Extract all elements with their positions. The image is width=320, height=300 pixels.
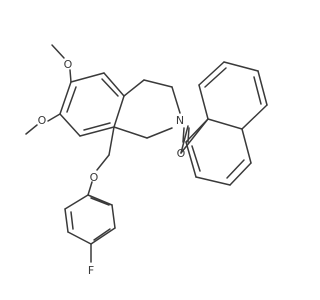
bond	[87, 181, 93, 196]
bond	[59, 113, 81, 137]
bond	[67, 231, 92, 245]
bond	[93, 228, 111, 241]
bond-lines	[25, 44, 268, 263]
bond	[180, 125, 189, 154]
bond	[185, 141, 197, 178]
bond	[182, 127, 185, 143]
bond	[241, 104, 268, 130]
oxygen-atom-label: O	[38, 114, 47, 127]
nitrogen-atom-label: N	[176, 114, 184, 127]
bond	[113, 95, 125, 128]
bond	[47, 113, 61, 122]
bond	[257, 70, 268, 106]
bond	[204, 67, 227, 88]
bond	[241, 128, 252, 164]
bond	[90, 227, 116, 245]
bond	[146, 127, 173, 139]
bond	[96, 154, 110, 171]
bond	[79, 126, 115, 137]
molecule-canvas: O O N O O F	[25, 44, 268, 277]
bond	[101, 78, 119, 97]
bond	[83, 122, 111, 131]
bond	[70, 72, 105, 83]
bond	[195, 176, 231, 186]
bond	[64, 194, 89, 210]
bond	[90, 197, 110, 206]
structure-drawing: O O N O O F	[25, 44, 268, 277]
bond	[223, 61, 259, 72]
bond	[198, 61, 225, 86]
bond	[113, 126, 148, 139]
bond	[69, 69, 72, 83]
bond	[253, 76, 262, 105]
bond	[59, 81, 72, 115]
oxygen-atom-label: O	[177, 147, 186, 160]
bond	[171, 86, 181, 114]
bond	[198, 84, 209, 120]
oxygen-atom-label: O	[90, 171, 99, 184]
bond	[143, 79, 173, 88]
fluorine-atom-label: F	[88, 264, 94, 277]
bond	[51, 44, 65, 59]
bond	[185, 118, 209, 143]
bond	[66, 86, 77, 113]
bond	[191, 145, 201, 172]
bond	[25, 124, 38, 135]
atom-labels: O O N O O F	[38, 58, 186, 277]
bond	[123, 79, 145, 97]
bond	[87, 194, 113, 206]
oxygen-atom-label: O	[64, 58, 73, 71]
bond	[226, 159, 245, 179]
bond	[108, 126, 115, 156]
bond	[64, 208, 69, 233]
bond	[70, 211, 74, 230]
bond	[103, 72, 125, 97]
bond	[111, 204, 116, 229]
bond	[207, 118, 243, 130]
bond	[229, 162, 252, 186]
